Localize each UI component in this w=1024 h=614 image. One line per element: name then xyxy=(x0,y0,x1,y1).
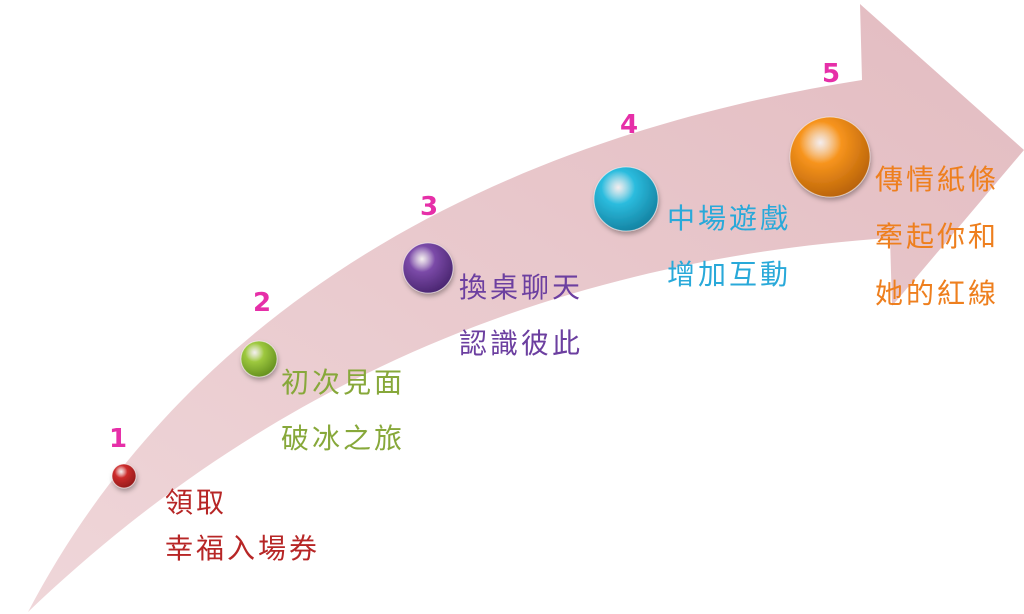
step-2-label-line: 初次見面 xyxy=(281,366,405,399)
step-5-label-line: 牽起你和 xyxy=(875,220,999,253)
step-4-label-line: 中場遊戲 xyxy=(667,202,791,235)
step-3-bubble xyxy=(402,242,454,294)
step-1-number: 1 xyxy=(109,424,127,454)
step-1-label-line: 領取 xyxy=(165,486,227,519)
step-1-label-line: 幸福入場券 xyxy=(165,532,320,565)
step-2-bubble xyxy=(240,340,278,378)
step-5-number: 5 xyxy=(822,59,840,89)
step-2-label-line: 破冰之旅 xyxy=(281,422,405,455)
step-4-label-line: 增加互動 xyxy=(667,258,791,291)
step-4-number: 4 xyxy=(620,110,638,140)
step-1-bubble xyxy=(111,463,137,489)
step-3-label-line: 認識彼此 xyxy=(459,327,583,360)
step-3-label-line: 換桌聊天 xyxy=(459,271,583,304)
step-3-number: 3 xyxy=(420,192,438,222)
step-5-label-line: 她的紅線 xyxy=(875,277,999,310)
step-5-label-line: 傳情紙條 xyxy=(875,163,999,196)
curved-arrow xyxy=(28,4,1024,612)
step-2-number: 2 xyxy=(253,288,271,318)
step-4-bubble xyxy=(593,166,659,232)
step-5-bubble xyxy=(789,116,871,198)
